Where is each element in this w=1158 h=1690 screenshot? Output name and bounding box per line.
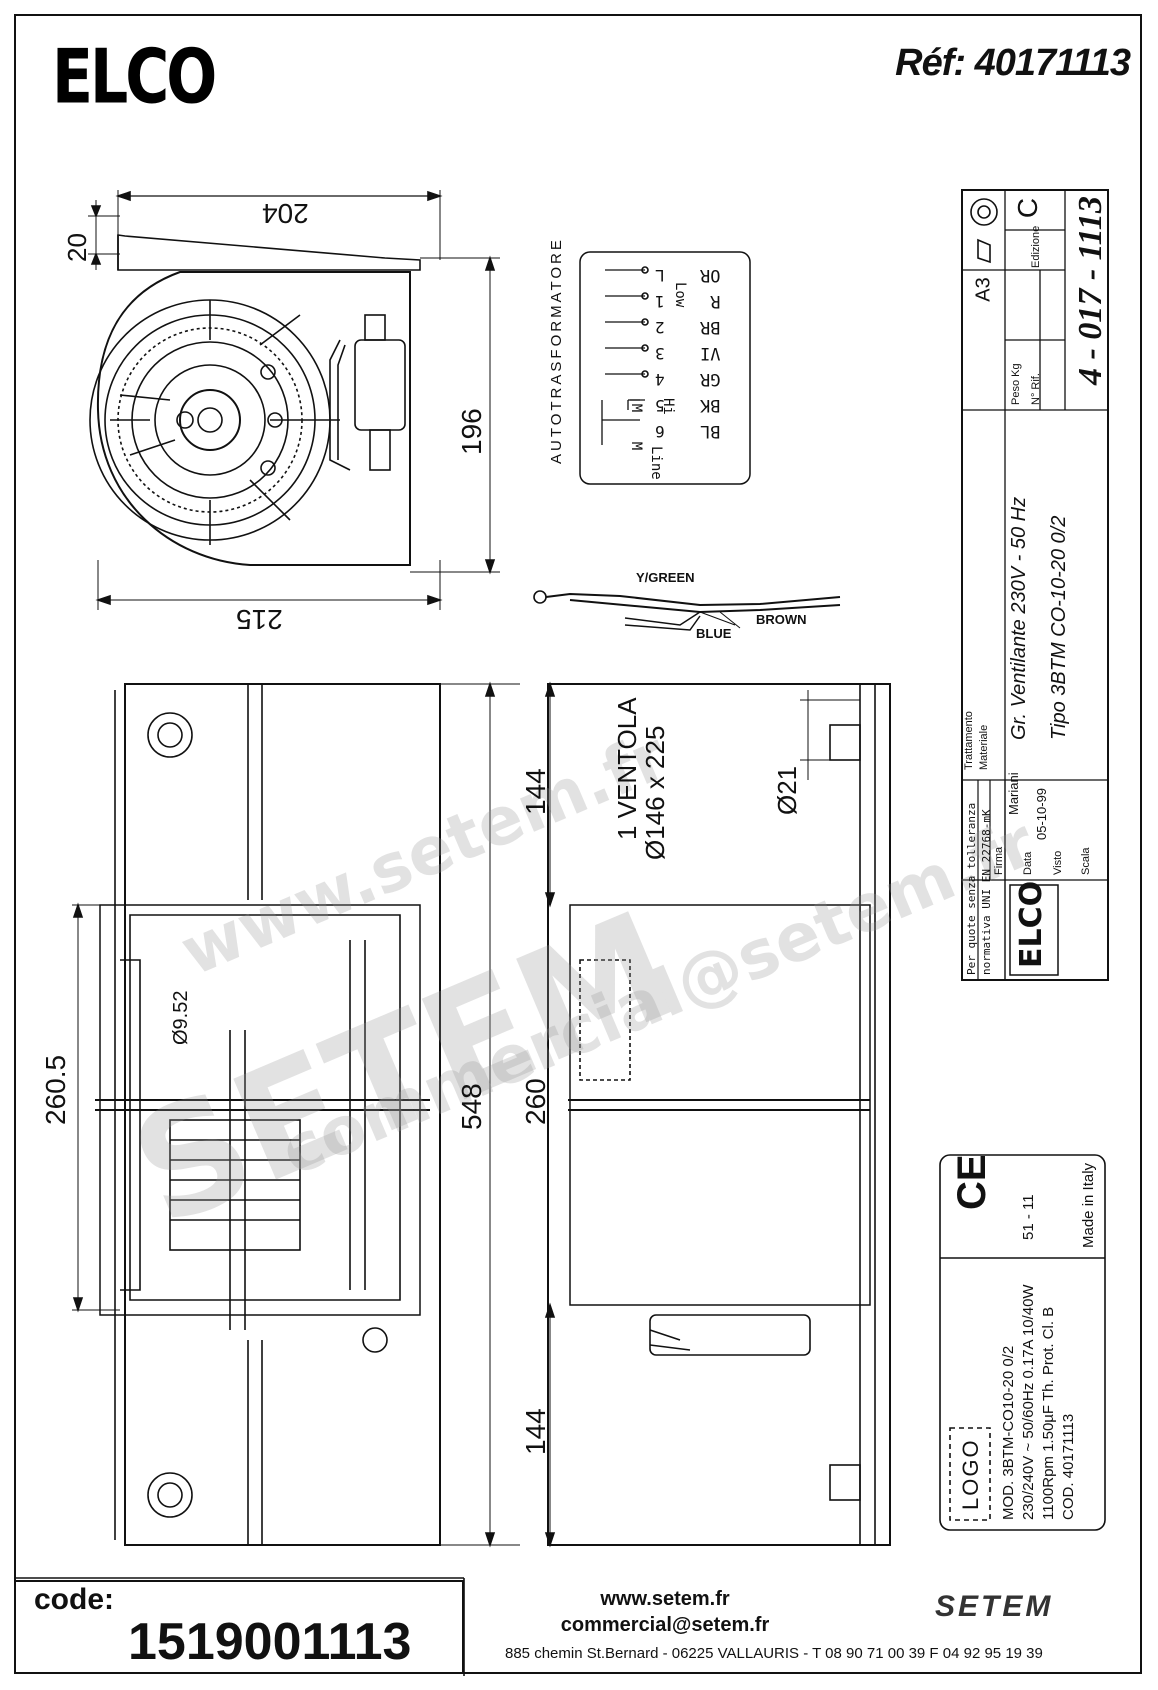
autotransformer-line-label: Line bbox=[648, 446, 664, 480]
dim-144-left-bottom: 144 bbox=[520, 1408, 551, 1455]
code-value: 1519001113 bbox=[128, 1613, 412, 1671]
color-code-or: OR bbox=[700, 265, 721, 285]
description: Gr. Ventilante 230V - 50 Hz bbox=[1008, 496, 1030, 740]
side-view-right bbox=[544, 681, 891, 1548]
wire-bundle bbox=[533, 590, 841, 631]
autotransformer-m2: M bbox=[628, 403, 645, 413]
color-code-br: BR bbox=[700, 317, 721, 337]
elco-logo: ELCO bbox=[52, 33, 217, 122]
code-label: code: bbox=[34, 1583, 115, 1616]
autotransformer-diagram bbox=[579, 251, 751, 485]
tolerance-note-2: normativa UNI EN 22768-mK bbox=[980, 809, 993, 975]
dim-196: 196 bbox=[456, 408, 487, 455]
materiale-label: Materiale bbox=[978, 724, 990, 770]
color-code-gr: GR bbox=[700, 369, 721, 389]
dim-260: 260 bbox=[520, 1078, 551, 1125]
autotransformer-low: Low bbox=[672, 282, 688, 308]
nameplate-line4: COD. 40171113 bbox=[1060, 1413, 1077, 1520]
autotransformer-color-codes: BL BK GR VI BR R OR bbox=[700, 262, 720, 444]
type: Tipo 3BTM CO-10-20 0/2 bbox=[1048, 515, 1070, 740]
email-link[interactable]: commercial@setem.fr bbox=[560, 1614, 770, 1636]
tap-6: 6 bbox=[655, 422, 665, 441]
data-label: Data bbox=[1022, 851, 1034, 875]
nameplate-line2: 230/240V ~ 50/60Hz 0.17A 10/40W bbox=[1020, 1284, 1037, 1520]
made-in-italy: Made in Italy bbox=[1080, 1162, 1097, 1248]
wire-label-brown: BROWN bbox=[756, 612, 807, 627]
nameplate-code-51: 51 - 11 bbox=[1020, 1194, 1037, 1240]
color-code-vi: VI bbox=[700, 343, 721, 363]
firma: Mariani bbox=[1006, 772, 1021, 815]
dim-260-5: 260.5 bbox=[40, 1054, 71, 1125]
autotransformer-m1: M bbox=[628, 441, 645, 451]
scala-label: Scala bbox=[1080, 847, 1092, 875]
color-code-r: R bbox=[710, 291, 721, 311]
front-view bbox=[88, 190, 500, 610]
ventola-line1: 1 VENTOLA bbox=[612, 697, 642, 840]
reference-number: Réf: 40171113 bbox=[895, 42, 1131, 84]
dim-shaft-diameter: Ø9.52 bbox=[170, 990, 192, 1045]
autotransformer-title: AUTOTRASFORMATORE bbox=[548, 237, 565, 464]
website-link[interactable]: www.setem.fr bbox=[600, 1588, 730, 1610]
format-a3: A3 bbox=[972, 277, 995, 302]
tap-l: L bbox=[655, 266, 665, 285]
side-view-left bbox=[72, 681, 520, 1548]
color-code-bk: BK bbox=[700, 395, 721, 415]
dim-20: 20 bbox=[62, 233, 92, 262]
tap-3: 3 bbox=[655, 344, 665, 363]
data: 05-10-99 bbox=[1034, 787, 1049, 840]
edition-label: Edizione bbox=[1030, 225, 1042, 268]
dim-548: 548 bbox=[456, 1083, 487, 1130]
dim-144-left-top: 144 bbox=[520, 768, 551, 815]
ce-mark: CE bbox=[950, 1154, 994, 1210]
tolerance-note-1: Per quote senza tolleranza bbox=[965, 802, 978, 975]
tap-2: 2 bbox=[655, 318, 665, 337]
peso-label: Peso Kg bbox=[1010, 363, 1022, 405]
ventola-line2: Ø146 x 225 bbox=[640, 725, 670, 860]
title-block-logo: ELCO bbox=[1014, 880, 1049, 968]
dim-204: 204 bbox=[262, 198, 309, 229]
nameplate-line3: 1100Rpm 1.50µF Th. Prot. Cl. B bbox=[1040, 1306, 1057, 1520]
tap-1: 1 bbox=[655, 292, 665, 311]
wire-label-blue: BLUE bbox=[696, 626, 732, 641]
tap-4: 4 bbox=[655, 370, 665, 389]
dim-215: 215 bbox=[236, 604, 283, 635]
trattamento-label: Trattamento bbox=[963, 711, 975, 770]
title-block bbox=[961, 189, 1109, 981]
nameplate-border bbox=[939, 1154, 1106, 1531]
firma-label: Firma bbox=[993, 846, 1005, 875]
visto-label: Visto bbox=[1052, 850, 1064, 875]
code-box bbox=[14, 1580, 464, 1674]
setem-logo: SETEM bbox=[935, 1590, 1054, 1623]
autotransformer-hi: Hi bbox=[660, 398, 676, 415]
nrif-label: N° Rif. bbox=[1030, 373, 1042, 405]
autotransformer-numbers: 6 5 4 3 2 1 L bbox=[655, 262, 665, 444]
nameplate-line1: MOD. 3BTM-CO10-20 0/2 bbox=[1000, 1345, 1017, 1520]
wire-label-ground: Y/GREEN bbox=[636, 570, 695, 585]
dim-outlet-diameter: Ø21 bbox=[772, 765, 802, 815]
color-code-bl: BL bbox=[700, 421, 721, 441]
drawing-number: 4 - 017 - 1113 bbox=[1072, 196, 1109, 385]
address: 885 chemin St.Bernard - 06225 VALLAURIS … bbox=[505, 1645, 1043, 1662]
drawing-sheet-border bbox=[14, 14, 1142, 1674]
footer-lines bbox=[14, 1577, 465, 1676]
nameplate-logo-box: LOGO bbox=[958, 1438, 983, 1510]
edition-letter: C bbox=[1012, 197, 1044, 219]
